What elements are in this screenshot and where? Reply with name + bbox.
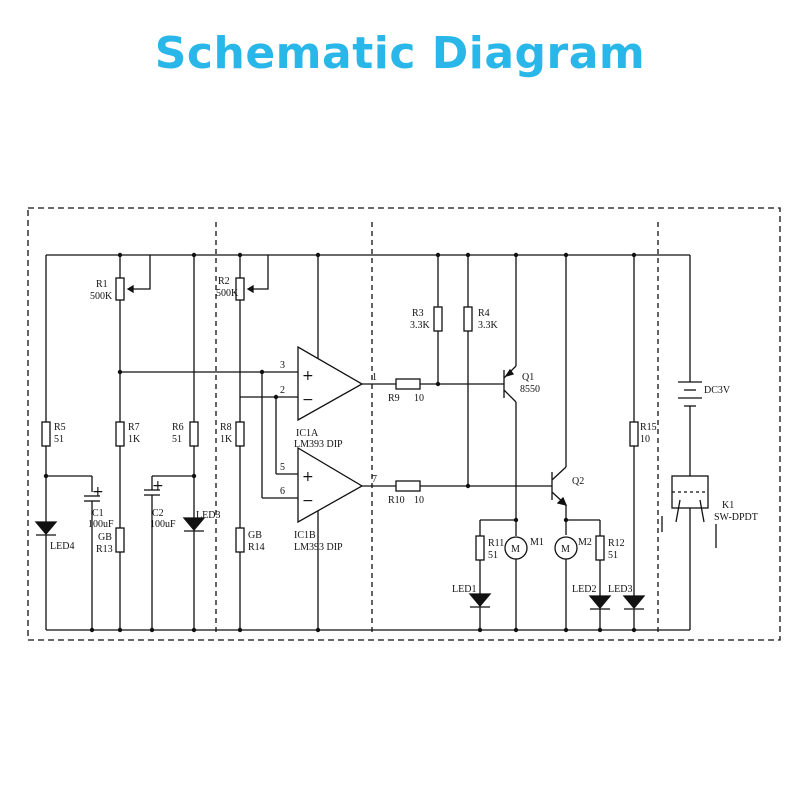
label-c1: C1 (92, 508, 104, 519)
label-r2: R2 (218, 276, 230, 287)
label-ic1b: IC1B (294, 530, 316, 541)
label-r14-gb: GB (248, 530, 262, 541)
label-r9: R9 (388, 393, 400, 404)
label-r4-value: 3.3K (478, 320, 499, 331)
label-r3-value: 3.3K (410, 320, 431, 331)
label-q1: Q1 (522, 372, 534, 383)
resistor-r12 (595, 535, 605, 561)
photoresistor-r14 (235, 527, 245, 553)
photoresistor-r13 (115, 527, 125, 553)
led2-symbol (588, 595, 612, 610)
label-ic1a: IC1A (296, 428, 319, 439)
label-r1-value: 500K (90, 291, 113, 302)
ic1b-minus-sign: − (302, 493, 314, 509)
label-r6: R6 (172, 422, 184, 433)
resistor-r6 (189, 421, 199, 447)
resistor-r9 (395, 378, 421, 390)
label-r1: R1 (96, 279, 108, 290)
label-q1-part: 8550 (520, 384, 540, 395)
pin-7: 7 (372, 474, 377, 485)
pin-6: 6 (280, 486, 285, 497)
ic1a-plus-sign: + (302, 368, 314, 384)
led3-left-symbol (182, 517, 206, 532)
motor-m2-letter: M (561, 544, 570, 555)
ic1a-minus-sign: − (302, 392, 314, 408)
label-led2: LED2 (572, 584, 596, 595)
label-m2: M2 (578, 537, 592, 548)
label-ic1b-part: LM393 DIP (294, 542, 343, 553)
potentiometer-r1 (115, 277, 125, 301)
label-led4: LED4 (50, 541, 74, 552)
label-r5: R5 (54, 422, 66, 433)
label-r4: R4 (478, 308, 490, 319)
label-k1: K1 (722, 500, 734, 511)
label-r13-gb: GB (98, 532, 112, 543)
c1-plus-sign: + (92, 484, 104, 500)
label-r10-value: 10 (414, 495, 424, 506)
resistor-r5 (41, 421, 51, 447)
label-r14: R14 (248, 542, 265, 553)
resistor-r3 (433, 306, 443, 332)
c2-plus-sign: + (152, 478, 164, 494)
label-r6-value: 51 (172, 434, 182, 445)
label-r9-value: 10 (414, 393, 424, 404)
pin-3: 3 (280, 360, 285, 371)
label-c2-value: 100uF (150, 519, 176, 530)
label-r10: R10 (388, 495, 405, 506)
page-title: Schematic Diagram (154, 28, 646, 79)
label-r7-value: 1K (128, 434, 141, 445)
led3-right-symbol (622, 595, 646, 610)
comparator-ic1a (297, 345, 364, 422)
pin-2: 2 (280, 385, 285, 396)
label-q2: Q2 (572, 476, 584, 487)
resistor-r15 (629, 421, 639, 447)
resistor-r7 (115, 421, 125, 447)
led1-symbol (468, 593, 492, 608)
label-r3: R3 (412, 308, 424, 319)
label-led3-left: LED3 (196, 510, 220, 521)
comparator-ic1b (297, 446, 364, 524)
led4-symbol (34, 521, 58, 536)
label-k1-part: SW-DPDT (714, 512, 758, 523)
ic1b-plus-sign: + (302, 469, 314, 485)
label-c2: C2 (152, 508, 164, 519)
label-r11-value: 51 (488, 550, 498, 561)
label-ic1a-part: LM393 DIP (294, 439, 343, 450)
pin-1: 1 (372, 372, 377, 383)
resistor-r8 (235, 421, 245, 447)
label-r11: R11 (488, 538, 504, 549)
motor-m1-letter: M (511, 544, 520, 555)
label-r7: R7 (128, 422, 140, 433)
label-r5-value: 51 (54, 434, 64, 445)
label-r12-value: 51 (608, 550, 618, 561)
resistor-r10 (395, 480, 421, 492)
label-c1-value: 100uF (88, 519, 114, 530)
label-r15-value: 10 (640, 434, 650, 445)
resistor-r4 (463, 306, 473, 332)
label-r2-value: 500K (216, 288, 239, 299)
pin-5: 5 (280, 462, 285, 473)
label-m1: M1 (530, 537, 544, 548)
label-r8-value: 1K (220, 434, 233, 445)
label-r12: R12 (608, 538, 625, 549)
label-r13: R13 (96, 544, 113, 555)
resistor-r11 (475, 535, 485, 561)
label-r15: R15 (640, 422, 657, 433)
label-led1: LED1 (452, 584, 476, 595)
label-r8: R8 (220, 422, 232, 433)
outer-dashed-border (27, 207, 781, 641)
label-battery: DC3V (704, 385, 731, 396)
label-led3-right: LED3 (608, 584, 632, 595)
